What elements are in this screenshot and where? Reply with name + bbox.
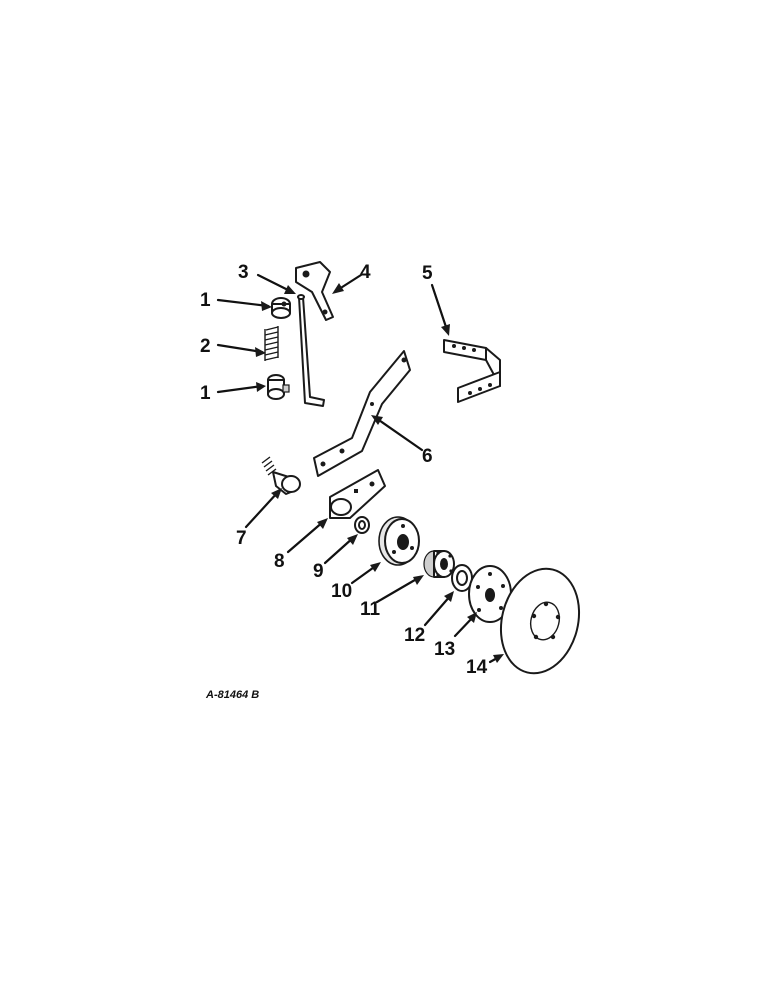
callout-1-lower: 1: [200, 383, 211, 404]
callout-11: 11: [360, 599, 381, 620]
callout-6: 6: [422, 446, 433, 467]
spindle-plate: [329, 469, 386, 519]
callout-8: 8: [274, 551, 285, 572]
angle-strap: [443, 339, 501, 403]
callout-12: 12: [404, 625, 425, 646]
callout-4: 4: [360, 262, 371, 283]
collar-lower: [267, 374, 290, 400]
callout-3: 3: [238, 262, 249, 283]
bracket: [295, 261, 334, 321]
collar-upper: [271, 297, 291, 319]
callout-9: 9: [313, 561, 324, 582]
stud-bolt: [261, 456, 301, 495]
callout-7: 7: [236, 528, 247, 549]
callout-2: 2: [200, 336, 211, 357]
rod: [297, 294, 325, 407]
bearing: [423, 550, 455, 578]
callout-13: 13: [434, 639, 455, 660]
callout-1-upper: 1: [200, 290, 211, 311]
disc-blade: [499, 567, 581, 675]
drawing-code: A-81464 B: [205, 689, 259, 701]
hub: [378, 516, 420, 566]
callout-5: 5: [422, 263, 433, 284]
leader-lines: [216, 273, 504, 664]
callout-14: 14: [466, 657, 488, 678]
bent-arm: [313, 350, 411, 477]
spring: [264, 326, 279, 361]
washer: [354, 516, 370, 534]
callout-10: 10: [331, 581, 352, 602]
